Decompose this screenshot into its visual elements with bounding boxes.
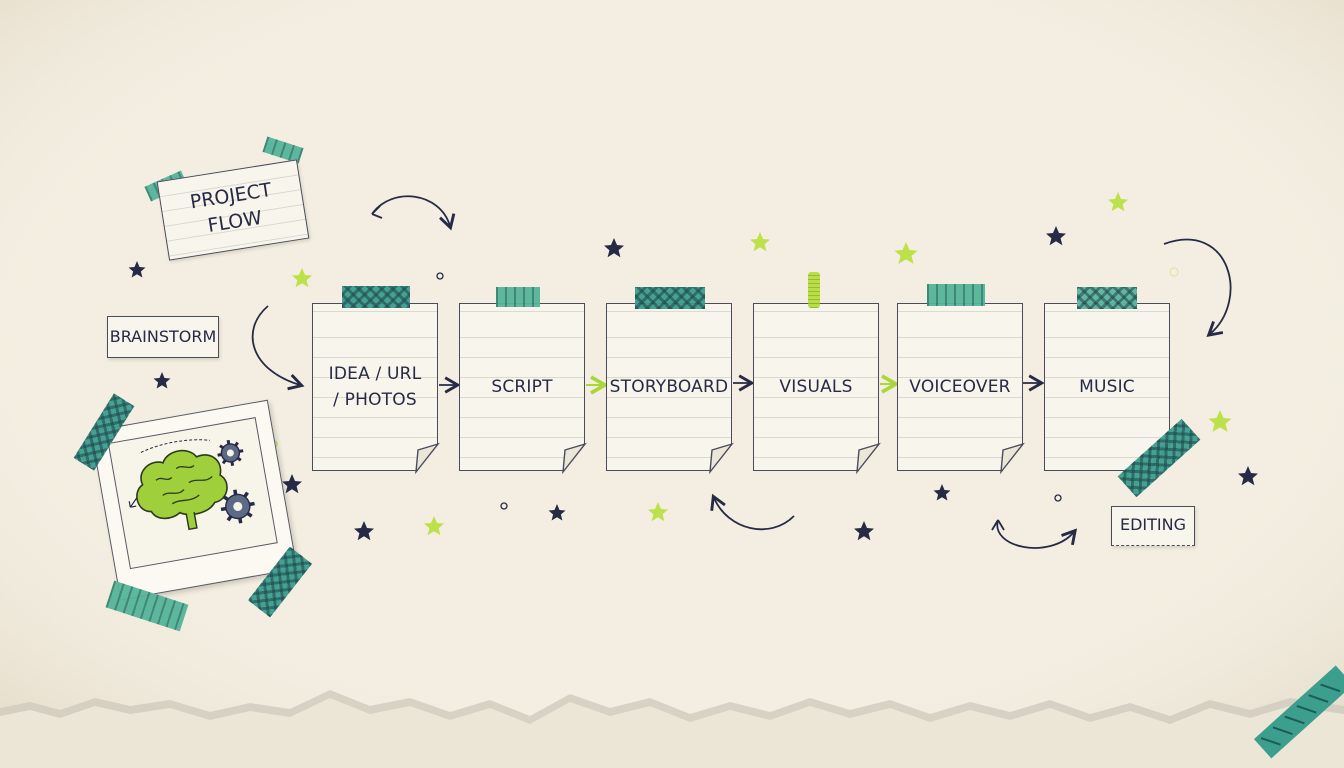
star-icon <box>354 521 374 541</box>
brainstorm-text: BRAINSTORM <box>109 327 217 346</box>
star-icon <box>424 516 444 536</box>
editing-label: EDITING <box>1111 506 1195 546</box>
step-label: VISUALS <box>779 377 853 397</box>
lime-stars <box>292 192 1232 536</box>
tape-voiceover <box>927 284 985 306</box>
step-note-voiceover: VOICEOVER <box>897 303 1023 471</box>
star-icon <box>292 268 312 288</box>
star-icon <box>933 484 951 501</box>
star-icon <box>153 372 171 389</box>
loop-arrow-bottom-center <box>710 493 795 531</box>
star-icon <box>1208 410 1232 432</box>
step-note-script: SCRIPT <box>459 303 585 471</box>
step-label: SCRIPT <box>491 377 553 397</box>
loop-arrow-top-left-back <box>371 205 383 219</box>
star-icon <box>853 521 874 541</box>
loop-arrow-bottom-right <box>996 519 1078 549</box>
tape-idea <box>342 286 410 308</box>
star-icon <box>128 261 146 278</box>
tape-visuals <box>808 272 820 308</box>
loop-arrow-top-left <box>371 195 456 231</box>
tape-storyboard <box>635 287 705 309</box>
step-label: IDEA / URL / PHOTOS <box>328 364 422 410</box>
arrow-brainstorm-to-idea <box>251 305 305 391</box>
star-icon <box>749 232 770 252</box>
arrow-icon <box>128 497 138 508</box>
star-icon <box>647 502 668 522</box>
star-icon <box>282 474 302 494</box>
gear-icon <box>217 439 244 467</box>
torn-edge <box>0 698 1344 768</box>
star-icon <box>894 242 918 264</box>
step-label: MUSIC <box>1079 377 1135 397</box>
loop-arrow-top-right <box>1163 238 1232 338</box>
navy-stars <box>128 226 1258 541</box>
step-note-storyboard: STORYBOARD <box>606 303 732 471</box>
brain-polaroid <box>90 399 298 601</box>
star-icon <box>1238 466 1258 486</box>
star-icon <box>1108 192 1128 212</box>
step-label: STORYBOARD <box>609 377 729 397</box>
tape-music <box>1077 287 1137 309</box>
step-note-idea: IDEA / URL / PHOTOS <box>312 303 438 471</box>
brainstorm-label: BRAINSTORM <box>107 316 219 358</box>
polaroid-image <box>107 417 278 570</box>
corner-tape <box>1253 665 1344 759</box>
step-note-visuals: VISUALS <box>753 303 879 471</box>
star-icon <box>1046 226 1066 246</box>
step-label: VOICEOVER <box>909 377 1011 397</box>
star-icon <box>548 504 566 521</box>
editing-text: EDITING <box>1119 515 1186 534</box>
star-icon <box>603 238 624 258</box>
gear-icon <box>220 489 255 524</box>
tape-script <box>496 287 540 307</box>
brain-icon <box>136 449 228 531</box>
